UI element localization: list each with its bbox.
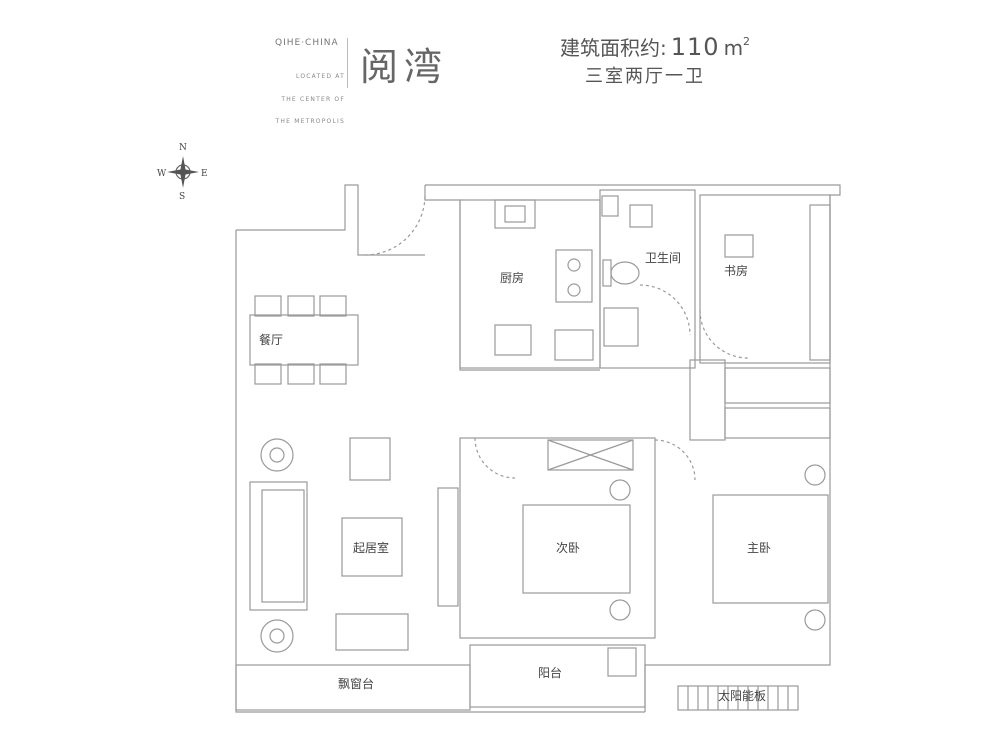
entry-door [364, 194, 426, 256]
brand-name: QIHE·CHINA [275, 38, 339, 48]
brand-tagline-line: THE CENTER OF [281, 95, 345, 103]
header-divider [347, 38, 348, 88]
dining-furniture [249, 295, 359, 385]
area-unit-sup: 2 [743, 35, 751, 48]
room-label-bay-window: 飘窗台 [338, 676, 374, 691]
room-label-solar-panel: 太阳能板 [718, 688, 766, 703]
bay-window [235, 664, 471, 711]
area-unit: m [723, 36, 744, 60]
room-label-dining: 餐厅 [259, 332, 283, 347]
room-label-bathroom: 卫生间 [645, 251, 681, 265]
bathroom-walls [599, 189, 696, 369]
closets [689, 359, 831, 441]
room-label-living: 起居室 [353, 540, 389, 555]
compass-east: E [201, 169, 208, 179]
compass-icon [167, 156, 199, 188]
compass-west: W [157, 169, 167, 179]
brand-tagline-line: LOCATED AT [296, 73, 345, 80]
room-label-second-bedroom: 次卧 [556, 541, 580, 555]
solar-panel [677, 685, 799, 711]
room-label-study: 书房 [724, 263, 748, 278]
living-furniture [249, 437, 459, 653]
kitchen-walls [459, 199, 601, 369]
layout-type: 三室两厅一卫 [585, 66, 705, 87]
brand-tagline-line: THE METROPOLIS [275, 118, 345, 125]
brand-tagline: LOCATED AT THE CENTER OF THE METROPOLIS [275, 58, 345, 133]
study-walls [699, 194, 831, 364]
master-bedroom-walls [654, 439, 829, 631]
compass-north: N [179, 143, 187, 153]
room-label-master-bedroom: 主卧 [747, 541, 771, 555]
room-label-balcony: 阳台 [538, 665, 562, 680]
outer-walls [235, 184, 841, 713]
compass-south: S [179, 192, 185, 202]
project-title: 阅湾 [360, 45, 449, 89]
area-value: 110 [670, 33, 720, 61]
area-label: 建筑面积约: [560, 36, 667, 60]
second-bedroom-walls [459, 437, 656, 639]
room-label-kitchen: 厨房 [500, 270, 524, 285]
